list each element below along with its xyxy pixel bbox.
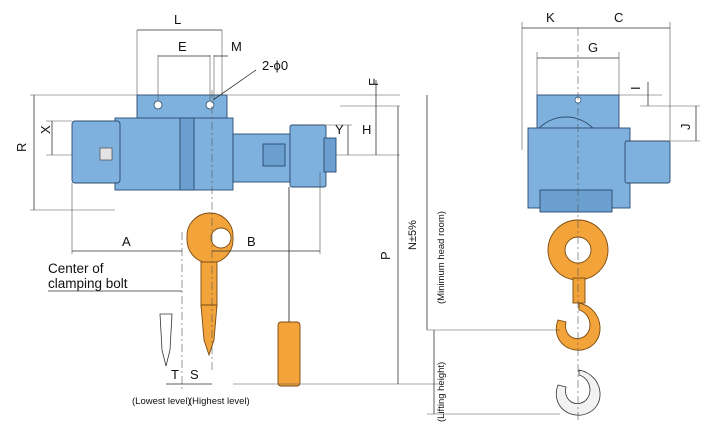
pendant-switch [277, 321, 301, 387]
label-J: J [678, 124, 693, 131]
control-box [262, 143, 286, 167]
label-X: X [38, 125, 53, 134]
label-lowest: (Lowest level) [132, 396, 191, 407]
label-T: T [171, 367, 179, 382]
label-hole: 2-ϕ0 [262, 58, 288, 73]
label-M: M [231, 39, 242, 54]
label-I: I [628, 86, 643, 90]
side-view: L E M 2-ϕ0 F H Y X R [14, 12, 447, 407]
hook-lowest-front [556, 369, 601, 416]
hook-shank-side [200, 261, 218, 308]
label-B: B [247, 234, 256, 249]
motor-terminal [99, 147, 113, 161]
label-Y: Y [335, 122, 344, 137]
label-lift: (Lifting height) [436, 362, 447, 422]
right-motor [289, 124, 327, 188]
label-K: K [546, 10, 555, 25]
mount-hole-left [153, 100, 163, 110]
hook-shank-front [572, 277, 586, 304]
label-H: H [362, 122, 371, 137]
hook-lowest-sketch [159, 313, 173, 367]
hook-front [555, 302, 601, 351]
hook-tip-side [200, 304, 218, 357]
sheave-center [210, 227, 232, 249]
left-motor [71, 120, 121, 184]
mount-hole-right [205, 100, 215, 110]
label-min-headroom: (Minimum head room) [436, 211, 447, 304]
label-C: C [614, 10, 623, 25]
label-F: F [366, 78, 381, 86]
end-frame [539, 189, 613, 213]
label-A: A [122, 234, 131, 249]
leader-hole [212, 69, 257, 101]
label-G: G [588, 40, 598, 55]
drum-band [179, 117, 195, 191]
label-L: L [174, 12, 181, 27]
end-cap [323, 137, 337, 173]
label-N: N±5% [407, 220, 419, 250]
label-P: P [378, 251, 393, 260]
label-center-2: clamping bolt [48, 276, 128, 291]
drum-body [114, 117, 234, 191]
label-highest: (Highest level) [189, 396, 250, 407]
label-R: R [14, 143, 29, 152]
label-center-1: Center of [48, 261, 104, 276]
end-view: K C G I J (Lifting height) [427, 10, 700, 422]
label-S: S [190, 367, 199, 382]
side-motor [624, 140, 671, 184]
label-E: E [178, 39, 187, 54]
